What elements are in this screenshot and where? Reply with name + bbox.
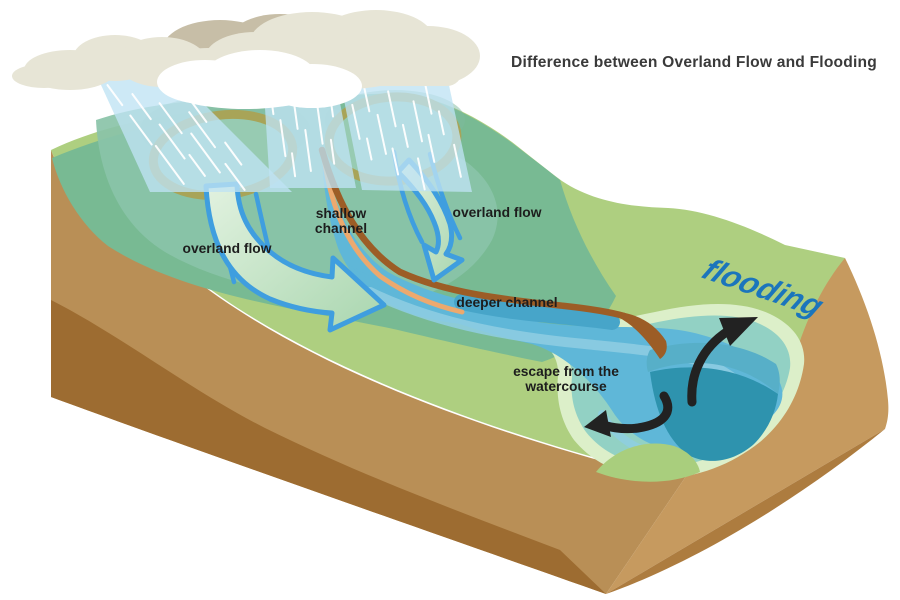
rain-streak — [188, 111, 216, 149]
rain-streak — [224, 141, 243, 166]
bank-line-orange — [321, 155, 465, 315]
rain-streak — [417, 157, 426, 191]
rain-streak — [329, 138, 336, 165]
overland-flow-arrow-right — [395, 157, 465, 283]
rain-streak — [188, 153, 206, 177]
rain-streak — [351, 103, 361, 140]
escape-arrow-head — [584, 410, 611, 437]
rain-streak — [316, 105, 324, 145]
label-deeper-channel: deeper channel — [456, 295, 557, 310]
rain-streak — [190, 132, 221, 174]
bank-line-brown — [318, 146, 628, 320]
rain-streak — [158, 123, 186, 160]
rain-streak — [158, 102, 183, 135]
overflow-arrows — [584, 317, 758, 437]
rain-streak — [376, 113, 387, 155]
label-overland-flow-left: overland flow — [183, 241, 272, 256]
flooding-arrow-shaft — [687, 326, 733, 407]
front-face-dark-soil — [51, 300, 606, 594]
rain — [96, 60, 472, 192]
rain-streak — [437, 110, 445, 136]
rain-streak — [224, 162, 246, 191]
label-escape-line1: escape from the — [513, 364, 619, 379]
overland-flow-arrows — [203, 157, 465, 333]
label-shallow-channel-line2: channel — [315, 221, 367, 236]
rain-streak — [427, 133, 436, 163]
diagram-title: Difference between Overland Flow and Flo… — [511, 54, 877, 71]
rain-streak — [391, 147, 400, 176]
rain-streak — [402, 123, 409, 148]
rain-band — [96, 74, 292, 192]
rain-streak — [279, 119, 287, 158]
label-escape-line2: watercourse — [524, 379, 607, 394]
rain-streak — [387, 90, 397, 128]
rain-streak — [291, 152, 297, 178]
waterfall-dark-face — [650, 367, 778, 461]
label-overland-flow-right: overland flow — [453, 205, 542, 220]
bank-grass-patch — [596, 443, 700, 482]
deep-stripe — [454, 294, 620, 330]
rain-streak — [154, 144, 185, 185]
rain-streak — [131, 93, 152, 121]
rain-streak — [129, 114, 153, 146]
cloud-white-front — [157, 50, 362, 109]
rain-streak — [453, 143, 462, 178]
rain-streak — [412, 100, 423, 143]
rain-streak — [106, 84, 124, 107]
rain-streak — [304, 129, 312, 172]
watercourse — [318, 146, 805, 482]
overland-flow-arrow-left — [203, 181, 387, 333]
right-cliff-dark-edge — [606, 429, 885, 594]
clouds — [12, 10, 480, 109]
rain-streaks — [106, 72, 462, 191]
flooding-arrow-head — [719, 317, 758, 346]
front-face-light-soil — [51, 150, 714, 594]
waterfall-mid-band — [646, 342, 780, 394]
shallow-channel-water — [322, 148, 560, 326]
bank-brown-wedge — [618, 312, 667, 359]
rain-streak — [366, 137, 373, 161]
label-shallow-channel-line1: shallow — [316, 206, 367, 221]
